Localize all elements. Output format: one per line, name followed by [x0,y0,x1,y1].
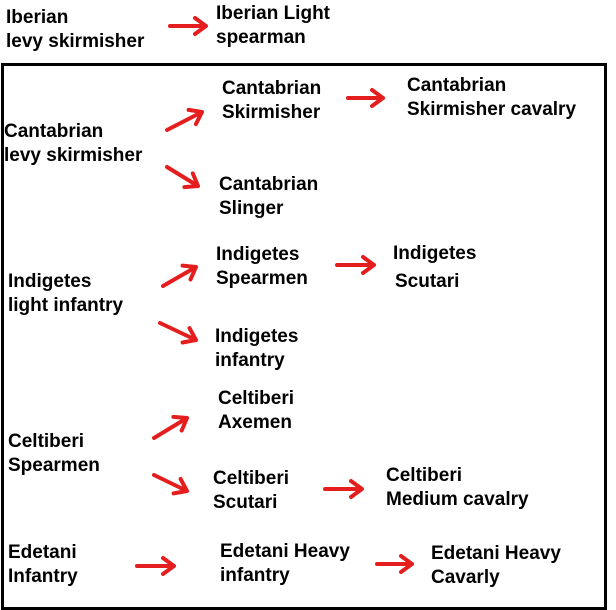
arrow-indigetes-to-infantry-icon [158,321,198,345]
node-line: Celtiberi [218,388,295,409]
arrow-edetani-to-heavy-infantry-icon [135,556,176,576]
node-line: levy skirmisher [6,31,145,52]
arrow-celtiberi-to-scutari-icon [152,473,189,496]
node-line: Scutari [213,492,278,513]
node-celtiberi-spearmen: Celtiberi Spearmen [8,430,100,478]
node-celtiberi-scutari: Celtiberi Scutari [213,467,289,515]
node-line: Axemen [218,412,292,433]
node-line: light infantry [8,295,124,316]
node-edetani-heavy-cavalry: Edetani Heavy Cavarly [431,542,561,590]
node-line: Indigetes [393,243,477,264]
node-cantabrian-slinger: Cantabrian Slinger [219,173,318,221]
node-cantabrian-levy-skirmisher: Cantabrian levy skirmisher [4,120,142,168]
node-line: Edetani Heavy [431,543,561,564]
arrow-indigetes-to-spearmen-icon [161,263,198,288]
node-line: spearman [216,27,306,48]
arrow-cantabrian-to-skirmisher-icon [165,107,204,132]
node-line: Iberian Light [216,3,330,24]
arrow-cantabrian-to-slinger-icon [165,165,200,190]
node-line: Indigetes [8,271,92,292]
node-line: Indigetes [215,326,299,347]
node-line: Scutari [395,271,460,292]
node-line: Celtiberi [386,465,463,486]
node-line: Infantry [8,566,78,587]
node-edetani-heavy-infantry: Edetani Heavy infantry [220,540,350,588]
node-line: infantry [215,350,285,371]
node-line: Cantabrian [4,121,104,142]
node-line: Cantabrian [407,75,507,96]
node-line: Edetani [8,542,77,563]
node-line: Indigetes [216,244,300,265]
node-indigetes-spearmen: Indigetes Spearmen [216,243,308,291]
node-line: Spearmen [216,268,308,289]
node-iberian-levy-skirmisher: Iberian levy skirmisher [6,6,144,54]
node-line: Skirmisher [222,102,321,123]
node-iberian-light-spearman: Iberian Light spearman [216,2,330,50]
node-line: Celtiberi [213,468,290,489]
node-line: Cantabrian [222,78,322,99]
node-line: levy skirmisher [4,145,143,166]
node-indigetes-light-infantry: Indigetes light infantry [8,270,123,318]
node-edetani-infantry: Edetani Infantry [8,541,78,589]
node-line: Cantabrian [219,174,319,195]
node-celtiberi-axemen: Celtiberi Axemen [218,387,294,435]
node-line: Medium cavalry [386,489,529,510]
node-line: Iberian [6,7,69,28]
arrow-spearmen-to-scutari-icon [335,255,376,275]
node-line: Cavarly [431,567,500,588]
node-line: Slinger [219,198,284,219]
node-celtiberi-medium-cavalry: Celtiberi Medium cavalry [386,464,529,512]
node-line: Spearmen [8,455,100,476]
node-line: Skirmisher cavalry [407,99,577,120]
node-indigetes-infantry: Indigetes infantry [215,325,298,373]
node-cantabrian-skirmisher: Cantabrian Skirmisher [222,77,321,125]
node-cantabrian-skirmisher-cavalry: Cantabrian Skirmisher cavalry [407,74,576,122]
arrow-iberian-header-icon [168,16,208,36]
node-line: Edetani Heavy [220,541,350,562]
node-line: infantry [220,565,290,586]
arrow-scutari-to-medium-cavalry-icon [323,479,364,499]
arrow-skirmisher-to-cavalry-icon [346,88,385,108]
arrow-celtiberi-to-axemen-icon [152,414,189,440]
node-indigetes-scutari: Indigetes Scutari [393,240,476,296]
arrow-heavy-infantry-to-heavy-cavalry-icon [375,554,414,574]
node-line: Celtiberi [8,431,85,452]
